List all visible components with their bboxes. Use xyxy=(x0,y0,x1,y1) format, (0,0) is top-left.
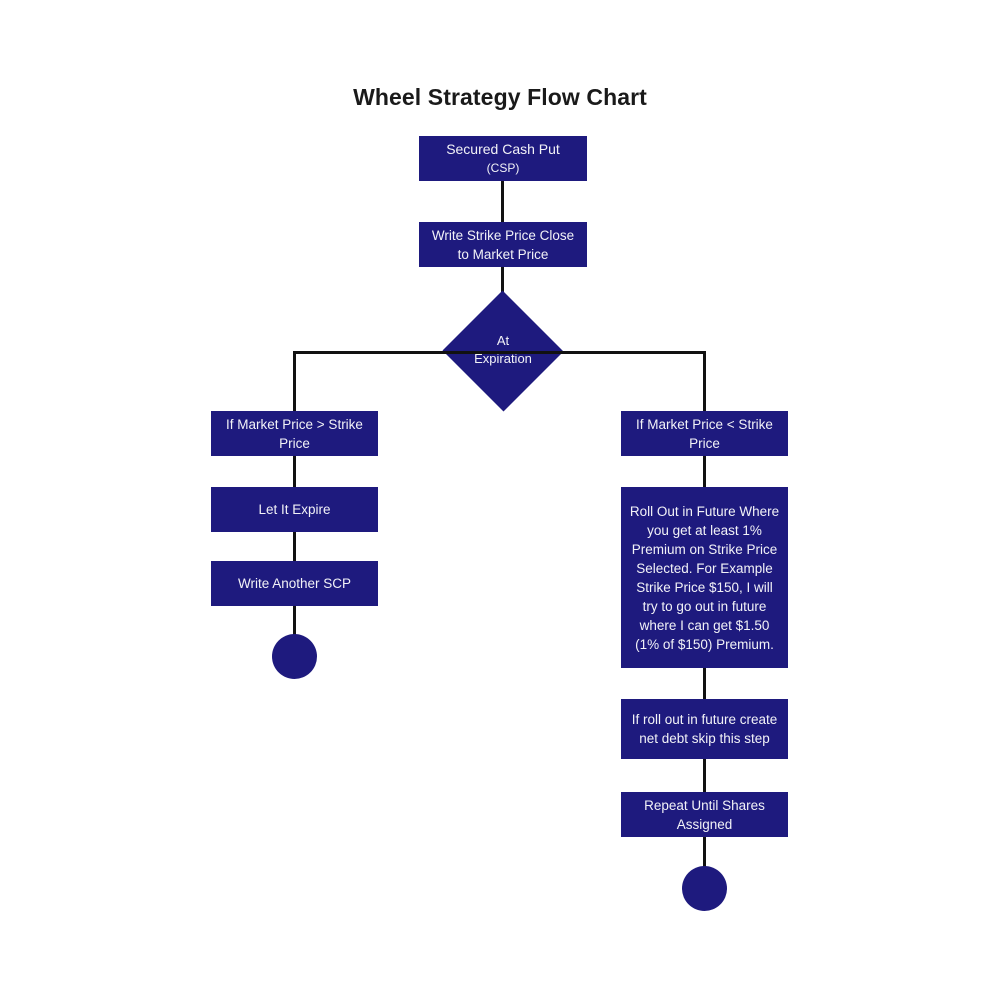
connector-left-drop xyxy=(293,351,296,412)
node-secured-cash-put-line1: Secured Cash Put xyxy=(446,141,560,157)
connector-left-cond-to-expire xyxy=(293,456,296,487)
node-write-strike-price[interactable]: Write Strike Price Close to Market Price xyxy=(419,222,587,267)
end-circle-left[interactable] xyxy=(272,634,317,679)
end-circle-right[interactable] xyxy=(682,866,727,911)
connector-right-rollout-to-netdebt xyxy=(703,668,706,699)
connector-right-repeat-to-end xyxy=(703,837,706,867)
connector-right-drop xyxy=(703,351,706,412)
node-secured-cash-put-line2: (CSP) xyxy=(486,161,520,175)
connector-left-write-scp-to-end xyxy=(293,606,296,636)
page-title: Wheel Strategy Flow Chart xyxy=(353,84,647,110)
connector-right-netdebt-to-repeat xyxy=(703,759,706,792)
node-right-condition[interactable]: If Market Price < Strike Price xyxy=(621,411,788,456)
node-roll-out-in-future[interactable]: Roll Out in Future Where you get at leas… xyxy=(621,487,788,668)
node-at-expiration-label: At Expiration xyxy=(474,333,532,366)
connector-right-cond-to-rollout xyxy=(703,456,706,487)
connector-left-expire-to-write-scp xyxy=(293,532,296,561)
node-let-it-expire[interactable]: Let It Expire xyxy=(211,487,378,532)
connector-write-strike-to-decision xyxy=(501,267,504,293)
node-write-another-scp[interactable]: Write Another SCP xyxy=(211,561,378,606)
node-net-debt-skip[interactable]: If roll out in future create net debt sk… xyxy=(621,699,788,759)
connector-decision-split-horizontal xyxy=(294,351,706,354)
node-at-expiration-decision[interactable]: At Expiration xyxy=(442,290,564,412)
node-secured-cash-put[interactable]: Secured Cash Put (CSP) xyxy=(419,136,587,181)
node-repeat-until-assigned[interactable]: Repeat Until Shares Assigned xyxy=(621,792,788,837)
node-left-condition[interactable]: If Market Price > Strike Price xyxy=(211,411,378,456)
connector-start-to-write-strike xyxy=(501,181,504,222)
